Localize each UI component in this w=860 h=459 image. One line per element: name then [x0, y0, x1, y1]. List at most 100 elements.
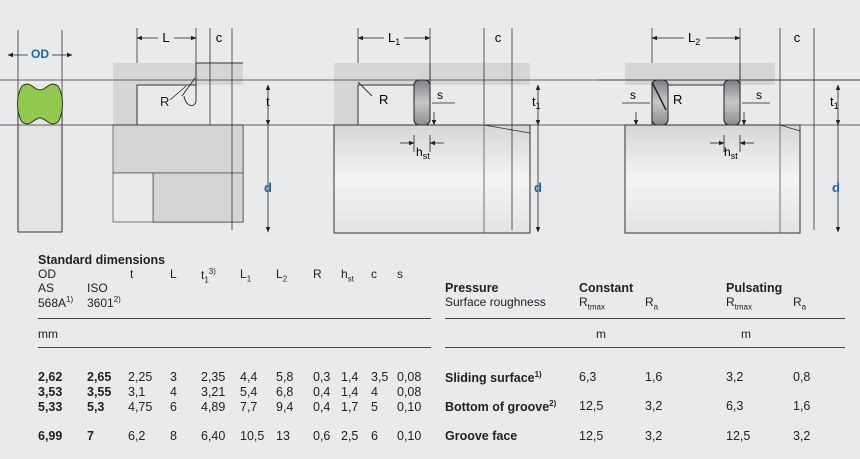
dimension-cell: 2,35: [201, 370, 226, 384]
dimension-cell: 3,1: [128, 385, 146, 399]
constant-ra-header: Ra: [645, 295, 659, 312]
iso-code: 36012): [87, 295, 121, 310]
roughness-cell: 6,3: [579, 370, 597, 384]
roughness-cell: 3,2: [726, 370, 744, 384]
col-s-header: s: [397, 267, 403, 281]
groove-drawings: OD R L c t d R s: [0, 28, 860, 234]
groove-3-hst-label: hst: [724, 145, 738, 161]
groove-2-radius-label: R: [379, 92, 388, 107]
dimension-cell: 0,08: [397, 385, 422, 399]
col-L1-header: L1: [240, 267, 252, 284]
dimension-cell: 4,89: [201, 400, 226, 414]
col-t1-header: t13): [201, 267, 216, 285]
table-rule: [38, 318, 431, 319]
groove-3-L2-label: L2: [688, 30, 700, 47]
dimension-cell: 0,10: [397, 429, 422, 443]
groove-2-d-label: d: [534, 180, 542, 195]
table-rule: [445, 347, 845, 348]
surface-row-label: Sliding surface1): [445, 370, 542, 386]
groove-1-c-label: c: [216, 30, 223, 45]
iso-value: 2,65: [87, 370, 112, 384]
roughness-cell: 12,5: [726, 429, 751, 443]
dimension-cell: 0,10: [397, 400, 422, 414]
as-header: AS: [38, 281, 55, 295]
o-ring-section: OD: [7, 30, 73, 233]
roughness-cell: 12,5: [579, 429, 604, 443]
dimension-cell: 10,5: [240, 429, 265, 443]
dimension-cell: 2,5: [341, 429, 359, 443]
roughness-cell: 12,5: [579, 399, 604, 413]
dimension-cell: 13: [276, 429, 290, 443]
dimension-cell: 4: [371, 385, 378, 399]
groove-3-radius-label: R: [673, 92, 682, 107]
surface-header: Surface roughness: [445, 295, 546, 309]
rod-2: [333, 124, 531, 234]
od-value: 6,99: [38, 429, 63, 443]
surface-row-label: Bottom of groove2): [445, 399, 557, 415]
iso-value: 3,55: [87, 385, 112, 399]
dimension-cell: 3: [170, 370, 177, 384]
col-hst-header: hst: [341, 267, 354, 284]
constant-header: Constant: [579, 281, 634, 295]
groove-3-s-left-label: s: [630, 88, 636, 102]
od-header: OD: [38, 267, 56, 281]
groove-3-d-label: d: [832, 180, 840, 195]
od-value: 5,33: [38, 400, 63, 414]
pressure-header: Pressure: [445, 281, 499, 295]
dimension-cell: 5,4: [240, 385, 258, 399]
dimension-cell: 0,4: [313, 385, 331, 399]
table-rule: [38, 347, 431, 348]
roughness-cell: 6,3: [726, 399, 744, 413]
dimension-cell: 6: [371, 429, 378, 443]
groove-3-c-label: c: [794, 30, 801, 45]
od-value: 2,62: [38, 370, 63, 384]
dimension-cell: 6,2: [128, 429, 146, 443]
dimension-cell: 6: [170, 400, 177, 414]
od-value: 3,53: [38, 385, 63, 399]
col-R-header: R: [313, 267, 322, 281]
groove-3-t1-label: t1: [830, 94, 839, 111]
dimension-cell: 0,08: [397, 370, 422, 384]
quad-ring-profile: [17, 83, 63, 125]
backup-ring-2: [413, 79, 431, 126]
pulsating-unit: m: [741, 327, 751, 341]
roughness-cell: 3,2: [793, 429, 811, 443]
groove-2-t1-label: t1: [532, 94, 541, 111]
table-rule: [445, 318, 845, 319]
roughness-cell: 3,2: [645, 429, 663, 443]
groove-2-drawing: R s L1 c t1 d hst: [333, 28, 542, 234]
as-code: 568A1): [38, 295, 74, 310]
groove-1-drawing: R L c t d: [112, 28, 272, 233]
dimension-cell: 1,4: [341, 370, 359, 384]
pulsating-ra-header: Ra: [793, 295, 807, 312]
od-label: OD: [31, 47, 49, 61]
groove-1-t-label: t: [266, 94, 270, 109]
surface-row-label: Groove face: [445, 429, 518, 443]
groove-3-s-right-label: s: [756, 88, 762, 102]
col-L2-header: L2: [276, 267, 288, 284]
housing-3: [625, 63, 775, 85]
dimension-cell: 5,8: [276, 370, 294, 384]
dimension-cell: 6,40: [201, 429, 226, 443]
groove-2-s-label: s: [437, 88, 443, 102]
col-L-header: L: [170, 267, 177, 281]
dimension-cell: 1,4: [341, 385, 359, 399]
groove-3-drawing: R s s L2 c t1 d hst: [598, 28, 860, 234]
groove-1-radius-label: R: [160, 94, 169, 109]
iso-header: ISO: [87, 281, 108, 295]
dimension-cell: 0,4: [313, 400, 331, 414]
dimension-cell: 4,4: [240, 370, 258, 384]
roughness-cell: 1,6: [645, 370, 663, 384]
roughness-cell: 1,6: [793, 399, 811, 413]
constant-unit: m: [596, 327, 606, 341]
pulsating-rtmax-header: Rtmax: [726, 295, 753, 312]
dimension-cell: 0,6: [313, 429, 331, 443]
roughness-cell: 0,8: [793, 370, 811, 384]
dimension-cell: 3,5: [371, 370, 389, 384]
dimension-cell: 4,75: [128, 400, 153, 414]
dimension-cell: 4: [170, 385, 177, 399]
col-c-header: c: [371, 267, 377, 281]
groove-1-L-label: L: [162, 30, 169, 45]
dimension-cell: 8: [170, 429, 177, 443]
